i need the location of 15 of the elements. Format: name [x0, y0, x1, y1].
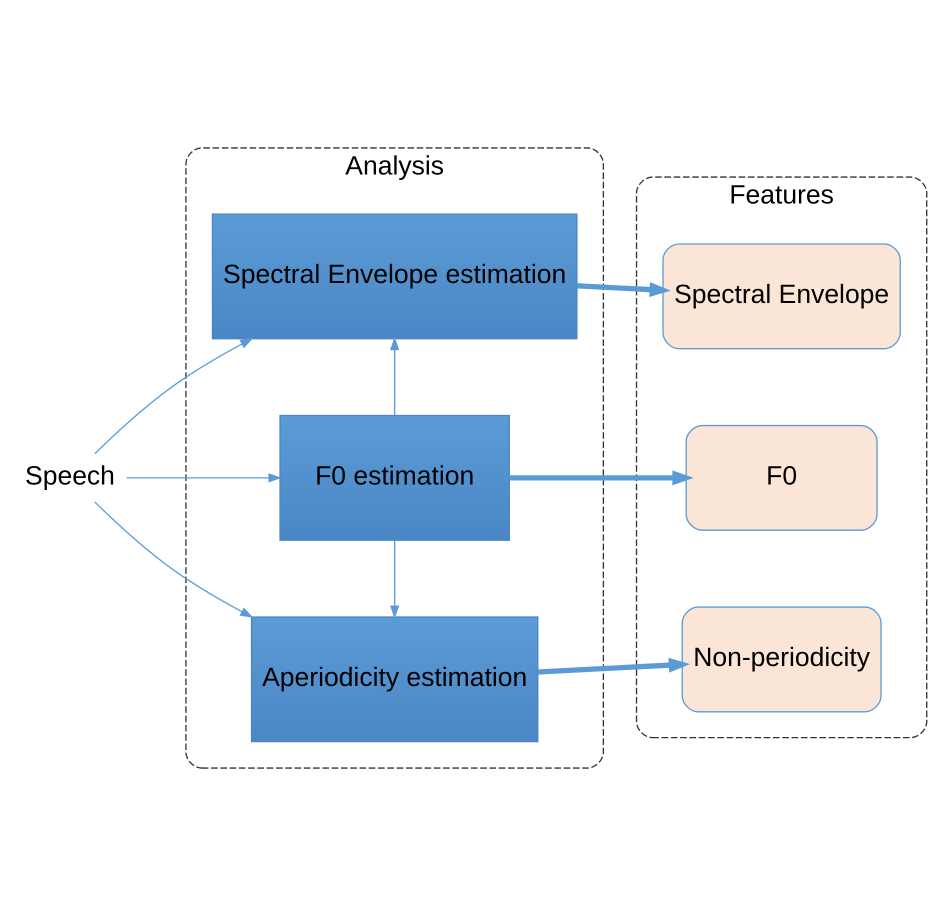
arrow [94, 338, 254, 454]
node-box: F0 [686, 424, 878, 530]
node-box: Non-periodicity [682, 606, 882, 712]
node-box: Spectral Envelope [662, 242, 901, 349]
node-box: Aperiodicity estimation [250, 616, 538, 742]
node-text: Speech [25, 460, 115, 490]
node-box: F0 estimation [279, 414, 510, 540]
arrow [576, 282, 671, 296]
arrow [538, 657, 690, 674]
arrow [390, 540, 400, 618]
node-box: Spectral Envelope estimation [212, 213, 578, 339]
arrow [126, 472, 282, 482]
arrow [510, 470, 694, 485]
arrow [390, 336, 400, 415]
arrow [94, 500, 254, 618]
